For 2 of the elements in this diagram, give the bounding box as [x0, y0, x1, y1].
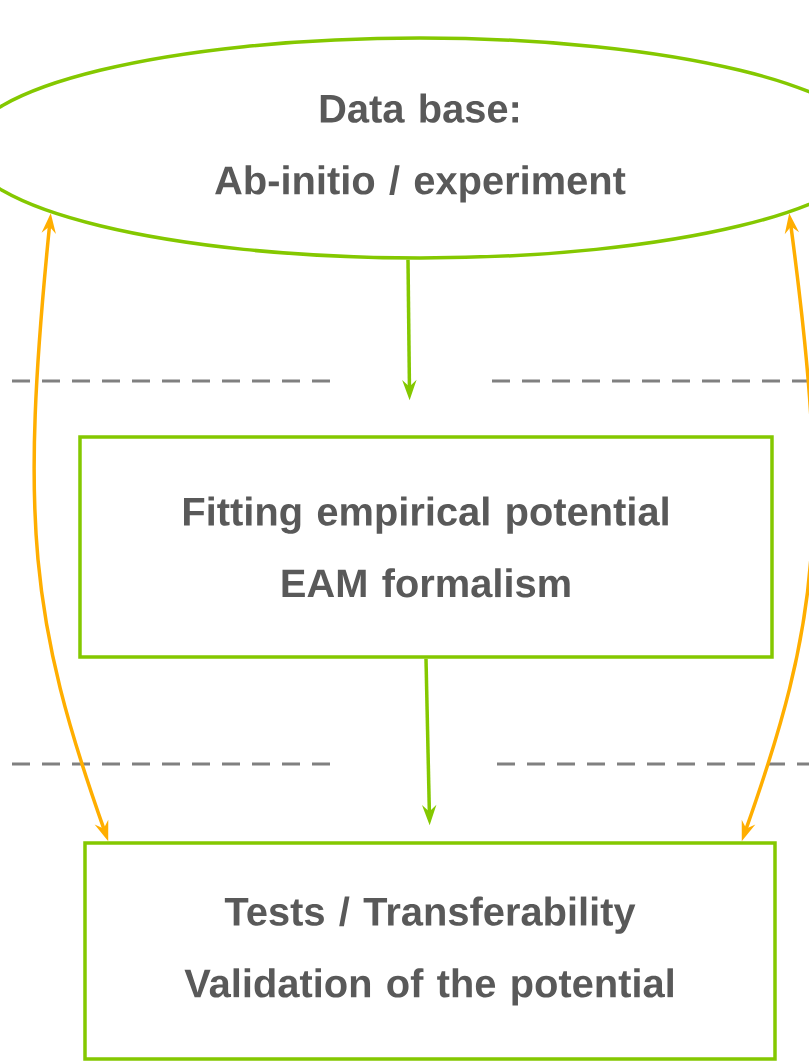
process-box: Tests / Transferability Validation of the potential — [83, 841, 777, 1061]
process-box: Fitting empirical potential EAM formalism — [78, 435, 774, 659]
